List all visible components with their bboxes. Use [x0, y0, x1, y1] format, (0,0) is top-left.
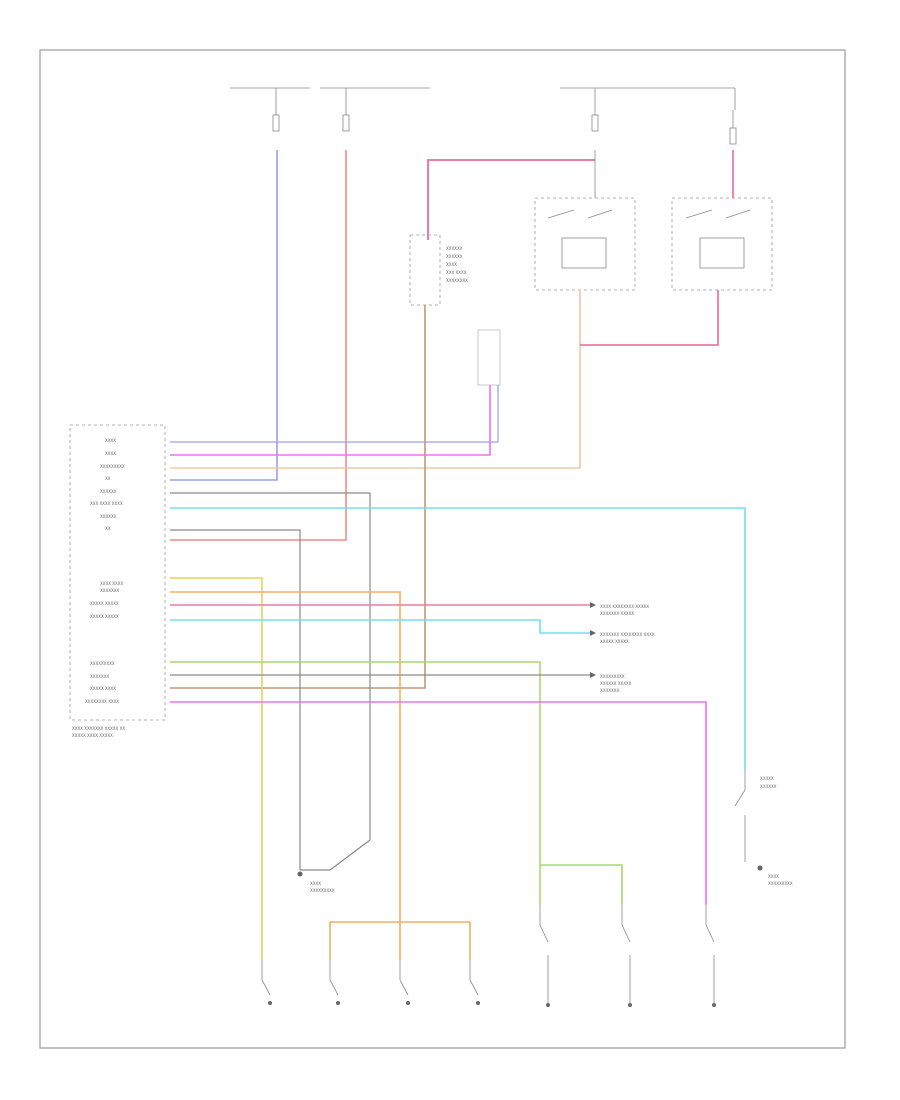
svg-text:XXXXX XXXX: XXXXX XXXX	[90, 686, 116, 691]
timer-module	[409, 234, 441, 306]
right-relay	[671, 197, 773, 291]
fuse	[729, 127, 737, 145]
connector-block	[477, 329, 501, 386]
svg-text:XXXXXXXXX: XXXXXXXXX	[310, 888, 335, 893]
svg-text:XXXX: XXXX	[768, 874, 779, 879]
svg-text:XXXXXXXXX: XXXXXXXXX	[100, 464, 125, 469]
fuse-group	[272, 88, 737, 145]
svg-text:XXXX XXXX: XXXX XXXX	[100, 581, 123, 586]
wire-red	[170, 150, 347, 541]
svg-text:XXXXX XXXX XXXXX: XXXXX XXXX XXXXX	[72, 733, 113, 738]
svg-text:XXXXXX: XXXXXX	[446, 246, 463, 251]
wire-cyan	[170, 507, 746, 770]
svg-text:XXXXXXXXX: XXXXXXXXX	[600, 674, 625, 679]
svg-text:XXXX: XXXX	[446, 262, 457, 267]
svg-text:XXXXXXX XXXXX: XXXXXXX XXXXX	[600, 611, 634, 616]
svg-text:XXXX XXXXXXXX XXXXX: XXXX XXXXXXXX XXXXX	[600, 604, 649, 609]
svg-text:XXXXXXXX XXXX: XXXXXXXX XXXX	[85, 699, 119, 704]
power-bus-lines	[230, 87, 736, 110]
svg-text:XXXXXXX: XXXXXXX	[600, 688, 619, 693]
control-module	[69, 424, 166, 721]
svg-text:XXXXXXXX: XXXXXXXX	[446, 278, 468, 283]
fuse	[342, 114, 350, 132]
fuse	[591, 114, 599, 132]
svg-text:XXXXXXXXX: XXXXXXXXX	[768, 881, 793, 886]
wire-cyan-2	[170, 619, 590, 634]
wire-magenta	[170, 701, 707, 905]
svg-text:XXX XXXX XXXX: XXX XXXX XXXX	[90, 501, 123, 506]
wire-green	[170, 661, 541, 905]
svg-text:XXXXXX: XXXXXX	[760, 784, 777, 789]
door-switch: XXXXX XXXXXX XXXX XXXXXXXXX	[734, 770, 793, 886]
svg-text:XXXXXX XXXXX: XXXXXX XXXXX	[600, 681, 632, 686]
svg-text:XXXX: XXXX	[310, 881, 321, 886]
svg-text:XXXXX: XXXXX	[760, 776, 774, 781]
svg-text:XXXXXXXXX: XXXXXXXXX	[90, 661, 115, 666]
wire-pink	[427, 159, 595, 240]
wire-orange	[170, 591, 401, 960]
fuse	[272, 114, 280, 132]
svg-text:XXXX XXXXXXX XXXXX XX: XXXX XXXXXXX XXXXX XX	[72, 726, 125, 731]
svg-text:XXXXXXX: XXXXXXX	[90, 674, 109, 679]
svg-text:XXXXXX: XXXXXX	[100, 514, 117, 519]
right-labels: XXXX XXXXXXXX XXXXX XXXXXXX XXXXX XXXXXX…	[600, 604, 655, 693]
svg-text:XXXXXX: XXXXXX	[446, 254, 463, 259]
left-relay	[534, 197, 636, 291]
svg-text:XXX XXXX: XXX XXXX	[446, 270, 467, 275]
svg-text:XX: XX	[105, 476, 111, 481]
svg-text:XXXXXXX XXXXXXXX XXXX: XXXXXXX XXXXXXXX XXXX	[600, 632, 655, 637]
bottom-switches	[261, 905, 716, 1007]
svg-text:XXXXXXX: XXXXXXX	[100, 588, 119, 593]
svg-text:XXXXX XXXXX: XXXXX XXXXX	[90, 601, 119, 606]
diagram-frame	[39, 49, 846, 1049]
svg-text:XXXXX XXXXX: XXXXX XXXXX	[600, 639, 629, 644]
svg-text:XXXXX XXXXX: XXXXX XXXXX	[90, 614, 119, 619]
svg-text:XXXXXX: XXXXXX	[100, 489, 117, 494]
svg-text:XXXX: XXXX	[105, 438, 116, 443]
svg-text:XX: XX	[105, 526, 111, 531]
svg-text:XXXX: XXXX	[105, 451, 116, 456]
wire-blue	[170, 150, 278, 481]
wire-pink-relay	[580, 290, 719, 346]
wire-peach	[170, 290, 581, 469]
wire-tan	[170, 305, 426, 689]
wire-yellow	[170, 577, 263, 960]
module-pin-labels: XXXX XXXX XXXXXXXXX XX XXXXXX XXX XXXX X…	[72, 438, 125, 738]
